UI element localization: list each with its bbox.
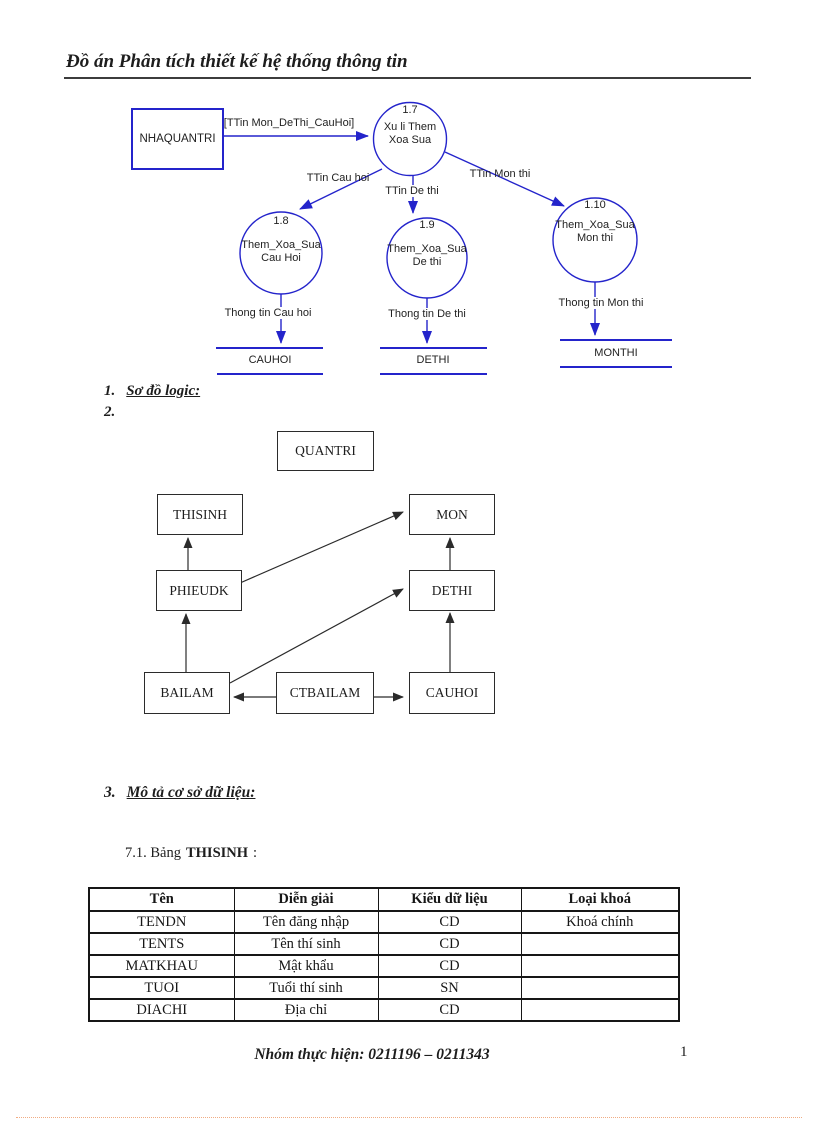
flow-1-7-to-1-10 <box>444 151 565 207</box>
cell-name: MATKHAU <box>88 954 235 978</box>
flow-label-main: [TTin Mon_DeThi_CauHoi] <box>223 117 355 129</box>
er-box-cauhoi: CAUHOI <box>409 672 495 714</box>
process-id: 1.10 <box>584 199 606 211</box>
title-underline <box>64 77 751 79</box>
table-row: DIACHI Địa chỉ CD <box>88 998 680 1022</box>
cell-keytype <box>520 976 680 1000</box>
flow-1-7-to-1-8 <box>299 168 383 210</box>
bottom-dotted-divider <box>16 1117 802 1118</box>
heading-number: 3. <box>104 784 116 801</box>
column-header: Loại khoá <box>520 887 680 912</box>
store-label-monthi: MONTHI <box>594 347 638 359</box>
cell-name: TENTS <box>88 932 235 956</box>
er-box-thisinh: THISINH <box>157 494 243 535</box>
external-entity-label: NHAQUANTRI <box>139 133 216 145</box>
process-1-10-text: 1.10 Them_Xoa_Sua Mon thi <box>555 199 635 244</box>
heading-so-do-logic: 1.Sơ đồ logic: <box>104 383 201 399</box>
cell-description: Tên đăng nhập <box>233 910 379 934</box>
er-box-mon: MON <box>409 494 495 535</box>
cell-datatype: SN <box>377 976 522 1000</box>
page-title: Đồ án Phân tích thiết kế hệ thống thông … <box>66 51 408 72</box>
table-row: TUOI Tuổi thí sinh SN <box>88 976 680 1000</box>
store-label-cauhoi: CAUHOI <box>248 354 292 366</box>
process-1-9-text: 1.9 Them_Xoa_Sua De thi <box>387 219 467 268</box>
store-label-dethi: DETHI <box>416 354 450 366</box>
page-number: 1 <box>680 1044 688 1060</box>
cell-description: Tên thí sinh <box>233 932 379 956</box>
cell-name: DIACHI <box>88 998 235 1022</box>
flow-label-ttin-de-thi: TTin De thi <box>383 185 441 197</box>
heading-mo-ta-csdl: 3.Mô tả cơ sở dữ liệu: <box>104 784 256 801</box>
process-id: 1.8 <box>273 215 289 227</box>
er-link-phieudk-mon <box>239 511 404 584</box>
table-row: MATKHAU Mật khẩu CD <box>88 954 680 978</box>
cell-description: Địa chỉ <box>233 998 379 1022</box>
thisinh-table: Tên Diễn giải Kiểu dữ liệu Loại khoá TEN… <box>88 887 680 1022</box>
process-1-8-text: 1.8 Them_Xoa_Sua Cau Hoi <box>241 215 321 264</box>
table-row: TENDN Tên đăng nhập CD Khoá chính <box>88 910 680 934</box>
flow-label-thong-tin-de-thi: Thong tin De thi <box>386 308 468 320</box>
cell-keytype <box>520 998 680 1022</box>
er-box-phieudk: PHIEUDK <box>156 570 242 611</box>
cell-description: Mật khẩu <box>233 954 379 978</box>
footer-team-text: Nhóm thực hiện: 0211196 – 0211343 <box>254 1046 490 1063</box>
cell-name: TUOI <box>88 976 235 1000</box>
cell-datatype: CD <box>377 910 522 934</box>
heading-item-2: 2. <box>104 404 126 421</box>
er-box-ctbailam: CTBAILAM <box>276 672 374 714</box>
column-header: Tên <box>88 887 235 912</box>
flow-label-thong-tin-cau-hoi: Thong tin Cau hoi <box>222 307 314 319</box>
table-header-row: Tên Diễn giải Kiểu dữ liệu Loại khoá <box>88 887 680 912</box>
er-box-dethi: DETHI <box>409 570 495 611</box>
flow-label-thong-tin-mon-thi: Thong tin Mon thi <box>556 297 646 309</box>
column-header: Diễn giải <box>233 887 379 912</box>
cell-name: TENDN <box>88 910 235 934</box>
cell-keytype <box>520 954 680 978</box>
cell-datatype: CD <box>377 932 522 956</box>
process-1-7-text: 1.7 Xu li Them Xoa Sua <box>383 104 437 146</box>
column-header: Kiểu dữ liệu <box>377 887 522 912</box>
cell-keytype <box>520 932 680 956</box>
cell-datatype: CD <box>377 954 522 978</box>
cell-keytype: Khoá chính <box>520 910 680 934</box>
process-1-7-circle <box>372 101 448 177</box>
process-id: 1.7 <box>402 104 418 116</box>
er-link-bailam-dethi <box>229 588 404 684</box>
flow-label-ttin-mon-thi: TTin Mon thi <box>469 168 531 180</box>
er-box-quantri: QUANTRI <box>277 431 374 471</box>
external-entity-nhaquantri: NHAQUANTRI <box>131 108 224 170</box>
er-box-bailam: BAILAM <box>144 672 230 714</box>
process-id: 1.9 <box>419 219 435 231</box>
cell-description: Tuổi thí sinh <box>233 976 379 1000</box>
heading-number: 1. <box>104 383 116 399</box>
flow-label-ttin-cau-hoi: TTin Cau hoi <box>306 172 370 184</box>
table-row: TENTS Tên thí sinh CD <box>88 932 680 956</box>
heading-number: 2. <box>104 404 116 420</box>
table-name: THISINH <box>185 845 249 861</box>
cell-datatype: CD <box>377 998 522 1022</box>
